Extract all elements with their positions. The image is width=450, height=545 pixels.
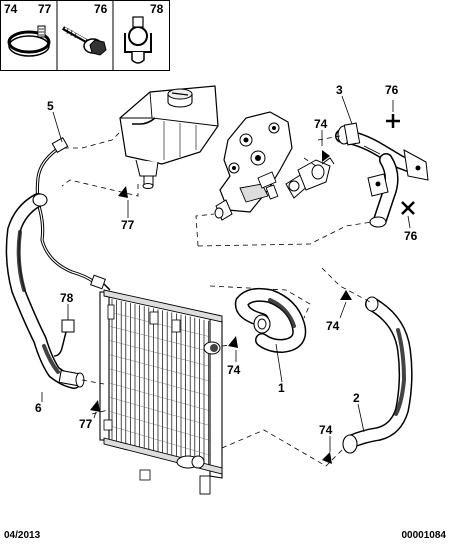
expansion-tank xyxy=(119,85,219,189)
radiator xyxy=(99,289,223,495)
arrow-markers xyxy=(90,150,352,464)
thermostat-housing xyxy=(214,111,293,221)
callout-74-bottom: 74 xyxy=(319,423,333,437)
callouts: 5 3 76 74 77 76 78 74 74 1 6 77 2 74 xyxy=(35,83,418,437)
footer-reference: 00001084 xyxy=(401,530,447,541)
callout-1: 1 xyxy=(278,381,285,395)
footer-date: 04/2013 xyxy=(4,530,41,541)
legend-num-78: 78 xyxy=(150,2,164,16)
connection-lines xyxy=(61,131,373,467)
callout-3: 3 xyxy=(336,83,343,97)
hose-clip-icon xyxy=(124,16,152,64)
callout-77-bottom: 77 xyxy=(79,417,93,431)
callout-6: 6 xyxy=(35,401,42,415)
flange-bolt-icon xyxy=(62,26,107,56)
thermostat-outlet xyxy=(285,157,335,199)
callout-76-right: 76 xyxy=(404,229,418,243)
legend-num-76: 76 xyxy=(94,2,108,16)
legend-box: 74 77 76 78 xyxy=(0,0,170,71)
bolt-marker-top xyxy=(386,114,400,128)
callout-5: 5 xyxy=(47,99,54,113)
hose-clip-78 xyxy=(53,319,75,357)
coolant-hose-6 xyxy=(5,193,85,389)
sensor-cable-5 xyxy=(35,136,111,291)
callout-74-middle: 74 xyxy=(227,363,241,377)
radiator-fins xyxy=(109,298,211,468)
callout-76-top: 76 xyxy=(385,83,399,97)
callout-77-tank: 77 xyxy=(121,218,135,232)
legend-num-77: 77 xyxy=(38,2,52,16)
hose-clamp-icon xyxy=(7,25,51,57)
leader-lines xyxy=(41,95,411,452)
callout-74-right: 74 xyxy=(326,319,340,333)
callout-2: 2 xyxy=(353,391,360,405)
callout-74-thermostat: 74 xyxy=(314,117,328,131)
bolt-marker-right xyxy=(401,201,415,215)
coolant-hose-1 xyxy=(234,287,307,353)
coolant-pipe-3 xyxy=(335,122,429,228)
coolant-hose-2 xyxy=(342,296,413,454)
callout-78: 78 xyxy=(60,291,74,305)
legend-num-74: 74 xyxy=(4,2,18,16)
